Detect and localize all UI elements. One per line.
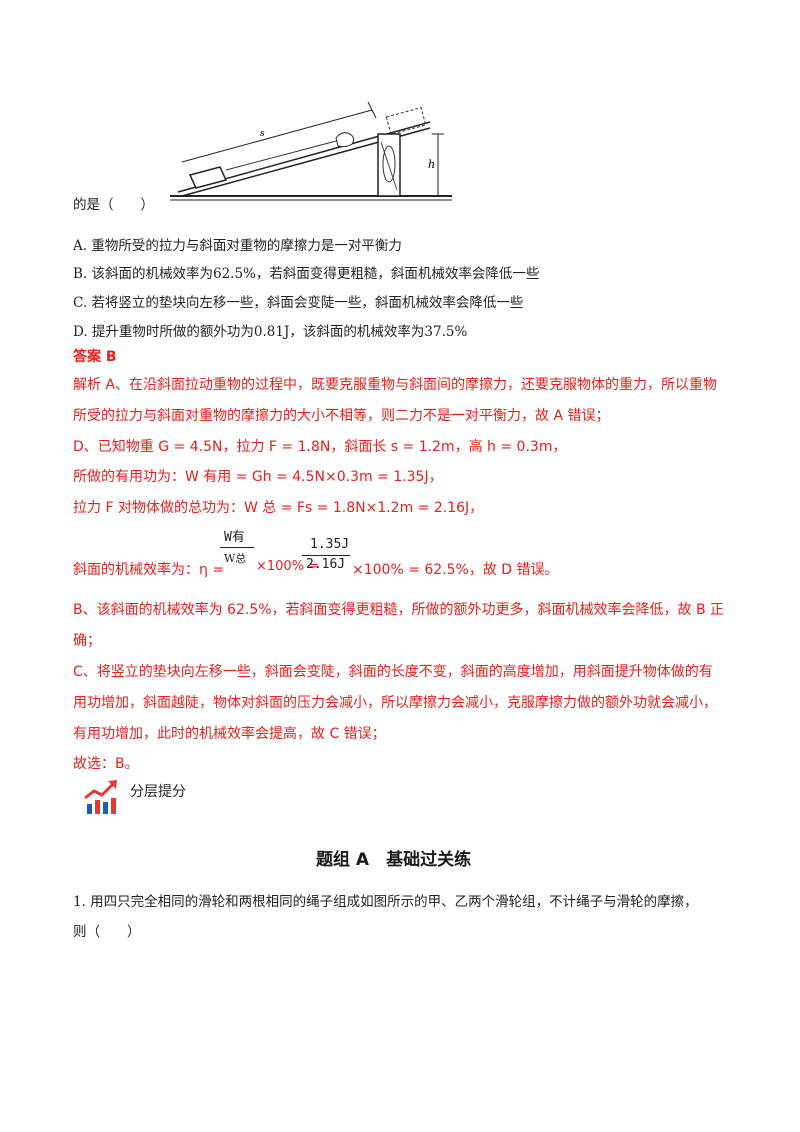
analysis-line-7: 确； (73, 633, 101, 649)
fraction-1-numerator: W有 (224, 530, 245, 545)
group-title: 题组 A 基础过关练 (316, 850, 472, 870)
option-c: C. 若将竖立的垫块向左移一些，斜面会变陡一些，斜面机械效率会降低一些 (73, 295, 524, 311)
option-d: D. 提升重物时所做的额外功为0.81J，该斜面的机械效率为37.5% (73, 324, 468, 340)
s-label: s (260, 129, 265, 139)
analysis-line-8: C、将竖立的垫块向左移一些，斜面会变陡，斜面的长度不变，斜面的高度增加，用斜面提… (73, 664, 713, 680)
question-1-line-1: 1. 用四只完全相同的滑轮和两根相同的绳子组成如图所示的甲、乙两个滑轮组，不计绳… (73, 894, 698, 910)
question-1-line-2: 则（ ） (73, 924, 141, 940)
fraction-1-bar (220, 547, 254, 548)
incline-figure: h s (170, 101, 452, 201)
h-label: h (428, 158, 435, 171)
eta-prefix: 斜面的机械效率为：η = (73, 562, 225, 578)
fraction-2-denominator: 2.16J (306, 557, 346, 572)
analysis-line-6: B、该斜面的机械效率为 62.5%，若斜面变得更粗糙，所做的额外功更多，斜面机械… (73, 602, 725, 618)
option-a: A. 重物所受的拉力与斜面对重物的摩擦力是一对平衡力 (73, 238, 402, 254)
analysis-line-10: 有用功增加，此时的机械效率会提高，故 C 错误； (73, 726, 386, 742)
analysis-line-1: 解析 A、在沿斜面拉动重物的过程中，既要克服重物与斜面间的摩擦力，还要克服物体的… (73, 377, 718, 393)
analysis-line-9: 用功增加，斜面越陡，物体对斜面的压力会减小，所以摩擦力会减小，克服摩擦力做的额外… (73, 695, 717, 711)
answer: 答案 B (73, 349, 117, 365)
analysis-line-4: 所做的有用功为：W 有用 = Gh = 4.5N×0.3m = 1.35J， (73, 469, 443, 485)
section-label: 分层提分 (130, 784, 186, 800)
analysis-line-2: 所受的拉力与斜面对重物的摩擦力的大小不相等，则二力不是一对平衡力，故 A 错误； (73, 408, 610, 424)
eta-suffix: ×100% = 62.5%，故 D 错误。 (352, 562, 559, 578)
option-b: B. 该斜面的机械效率为62.5%，若斜面变得更粗糙，斜面机械效率会降低一些 (73, 266, 540, 282)
analysis-line-5: 拉力 F 对物体做的总功为：W 总 = Fs = 1.8N×1.2m = 2.1… (73, 500, 484, 516)
question-stem-tail: 的是（ ） (73, 197, 154, 213)
growth-chart-icon (84, 780, 117, 814)
fraction-2-numerator: 1.35J (310, 537, 350, 552)
eta-mid: ×100% = (256, 559, 320, 574)
analysis-line-3: D、已知物重 G = 4.5N，拉力 F = 1.8N，斜面长 s = 1.2m… (73, 439, 567, 455)
fraction-1-denominator: W总 (224, 552, 247, 565)
analysis-line-11: 故选：B。 (73, 756, 139, 772)
fraction-2-bar (302, 555, 350, 556)
